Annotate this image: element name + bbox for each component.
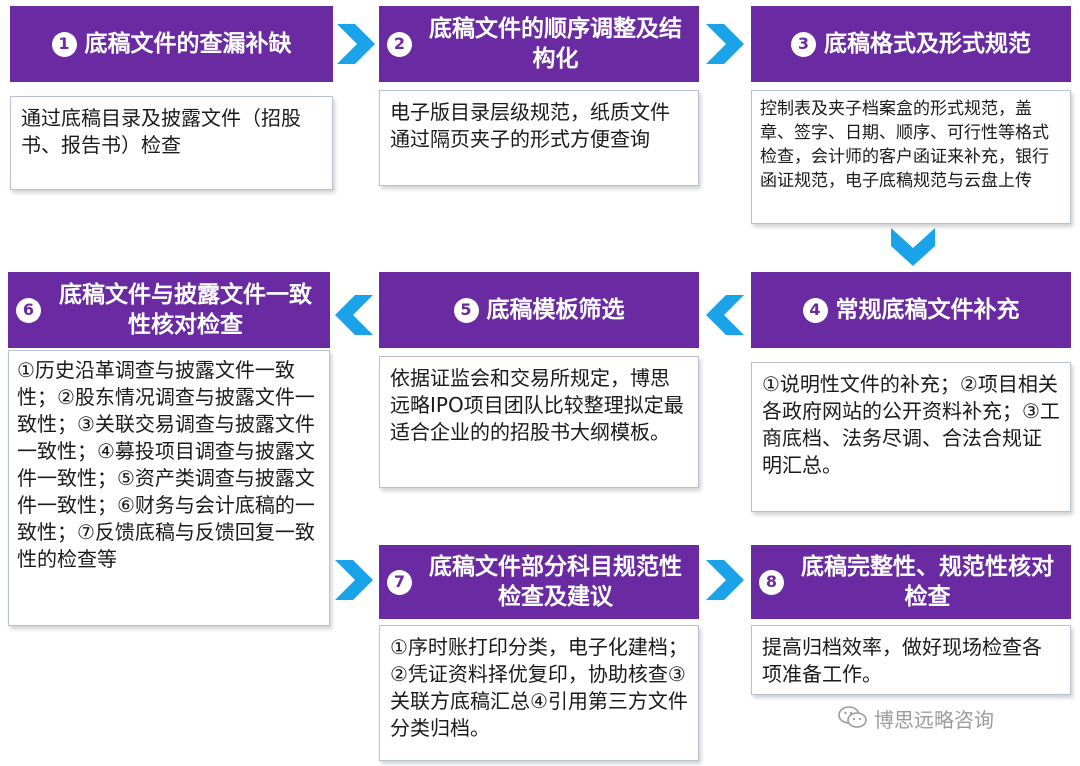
step-header-5: 5 底稿模板筛选 <box>379 272 699 348</box>
step-header-2: 2 底稿文件的顺序调整及结构化 <box>379 6 699 82</box>
arrow-right-2-to-3 <box>706 24 744 64</box>
step-card-5: 5 底稿模板筛选 依据证监会和交易所规定，博思远略IPO项目团队比较整理拟定最适… <box>379 272 699 488</box>
arrow-right-1-to-2 <box>337 24 375 64</box>
step-card-6: 6 底稿文件与披露文件一致性核对检查 ①历史沿革调查与披露文件一致性；②股东情况… <box>8 272 330 626</box>
step-title-2: 底稿文件的顺序调整及结构化 <box>429 16 682 72</box>
step-body-2: 电子版目录层级规范，纸质文件通过隔页夹子的形式方便查询 <box>379 90 699 186</box>
arrow-down-3-to-4 <box>891 228 935 266</box>
step-card-3: 3 底稿格式及形式规范 控制表及夹子档案盒的形式规范，盖章、签字、日期、顺序、可… <box>751 6 1071 224</box>
step-card-7: 7 底稿文件部分科目规范性检查及建议 ①序时账打印分类，电子化建档；②凭证资料择… <box>379 545 699 761</box>
arrow-left-5-to-6 <box>335 295 373 335</box>
step-header-8: 8 底稿完整性、规范性核对检查 <box>751 545 1071 619</box>
step-number-3: 3 <box>791 31 816 57</box>
step-card-1: 1 底稿文件的查漏补缺 通过底稿目录及披露文件（招股书、报告书）检查 <box>10 6 333 190</box>
step-header-6: 6 底稿文件与披露文件一致性核对检查 <box>8 272 330 348</box>
step-card-4: 4 常规底稿文件补充 ①说明性文件的补充；②项目相关各政府网站的公开资料补充；③… <box>751 272 1071 512</box>
step-body-5: 依据证监会和交易所规定，博思远略IPO项目团队比较整理拟定最适合企业的的招股书大… <box>379 356 699 488</box>
step-number-5: 5 <box>453 297 479 323</box>
step-number-1: 1 <box>51 31 77 57</box>
step-title-6: 底稿文件与披露文件一致性核对检查 <box>59 282 312 338</box>
step-title-7: 底稿文件部分科目规范性检查及建议 <box>429 554 682 610</box>
step-title-3: 底稿格式及形式规范 <box>824 31 1031 57</box>
step-card-8: 8 底稿完整性、规范性核对检查 提高归档效率，做好现场检查各项准备工作。 <box>751 545 1071 695</box>
step-body-3: 控制表及夹子档案盒的形式规范，盖章、签字、日期、顺序、可行性等格式检查，会计师的… <box>751 90 1071 224</box>
arrow-right-7-to-8 <box>706 560 744 600</box>
step-number-7: 7 <box>387 569 412 595</box>
step-header-4: 4 常规底稿文件补充 <box>751 272 1071 348</box>
step-body-7: ①序时账打印分类，电子化建档；②凭证资料择优复印，协助核查③关联方底稿汇总④引用… <box>379 625 699 761</box>
wechat-icon <box>838 706 867 728</box>
step-header-7: 7 底稿文件部分科目规范性检查及建议 <box>379 545 699 619</box>
step-body-6: ①历史沿革调查与披露文件一致性；②股东情况调查与披露文件一致性；③关联交易调查与… <box>8 350 330 626</box>
arrow-right-6-to-7 <box>335 560 373 600</box>
step-title-1: 底稿文件的查漏补缺 <box>84 31 292 57</box>
step-title-5: 底稿模板筛选 <box>486 297 625 323</box>
step-number-6: 6 <box>16 297 41 323</box>
step-body-1: 通过底稿目录及披露文件（招股书、报告书）检查 <box>10 96 333 190</box>
step-number-4: 4 <box>802 297 828 323</box>
step-title-8: 底稿完整性、规范性核对检查 <box>801 554 1054 610</box>
step-header-1: 1 底稿文件的查漏补缺 <box>10 6 333 82</box>
step-number-2: 2 <box>387 31 412 57</box>
step-card-2: 2 底稿文件的顺序调整及结构化 电子版目录层级规范，纸质文件通过隔页夹子的形式方… <box>379 6 699 186</box>
watermark-text: 博思远略咨询 <box>874 707 994 732</box>
arrow-left-4-to-5 <box>706 295 744 335</box>
step-title-4: 常规底稿文件补充 <box>835 297 1020 323</box>
step-header-3: 3 底稿格式及形式规范 <box>751 6 1071 82</box>
step-body-4: ①说明性文件的补充；②项目相关各政府网站的公开资料补充；③工商底档、法务尽调、合… <box>751 362 1071 512</box>
watermark: 博思远略咨询 <box>838 700 994 736</box>
step-body-8: 提高归档效率，做好现场检查各项准备工作。 <box>751 625 1071 695</box>
step-number-8: 8 <box>759 569 784 595</box>
